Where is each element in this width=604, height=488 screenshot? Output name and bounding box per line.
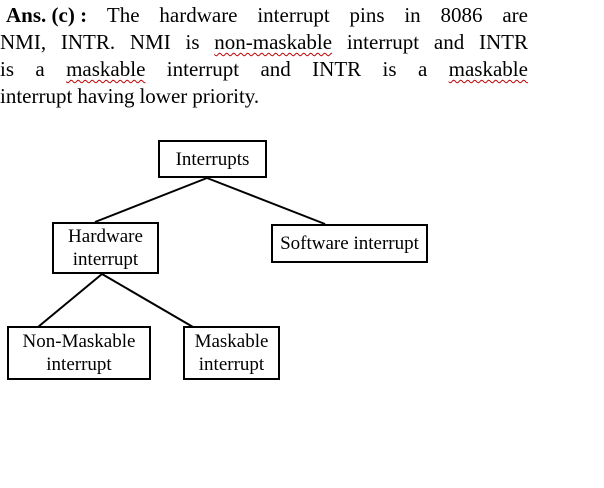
answer-word: interrupt	[346, 30, 420, 54]
answer-word: NMI	[129, 30, 171, 54]
answer-prefix: Ans. (c) :	[6, 3, 88, 27]
answer-word: NMI,	[0, 30, 47, 54]
answer-word: 8086	[440, 3, 483, 27]
answer-word: maskable	[448, 57, 528, 81]
answer-word: lower	[139, 84, 188, 108]
node-maskable-interrupt: Maskable interrupt	[183, 326, 280, 380]
answer-word: in	[404, 3, 421, 27]
answer-word: hardware	[159, 3, 238, 27]
node-software-interrupt: Software interrupt	[271, 224, 428, 263]
answer-word: pins	[349, 3, 385, 27]
answer-word: maskable	[66, 57, 146, 81]
node-interrupts-label: Interrupts	[175, 148, 250, 170]
answer-word: interrupt	[257, 3, 330, 27]
answer-word: a	[417, 57, 428, 81]
answer-word: a	[35, 57, 45, 81]
answer-paragraph: Ans. (c) : The hardware interrupt pins i…	[0, 2, 528, 110]
answer-word: interrupt	[0, 84, 73, 108]
answer-word: is	[382, 57, 397, 81]
answer-word: is	[0, 57, 15, 81]
answer-word: The	[106, 3, 140, 27]
connector-root-software	[206, 177, 326, 225]
answer-word: INTR	[479, 30, 528, 54]
answer-word: is	[185, 30, 200, 54]
node-software-label: Software interrupt	[280, 233, 419, 254]
answer-line-3: is a maskable interrupt and INTR is a ma…	[0, 56, 528, 83]
node-non-maskable-interrupt: Non-Maskable interrupt	[7, 326, 151, 380]
connector-hardware-nmi	[37, 273, 103, 328]
node-interrupts: Interrupts	[158, 140, 267, 178]
node-maskable-label-1: Maskable	[194, 331, 269, 352]
node-nmi-label-2: interrupt	[46, 354, 112, 375]
node-hardware-label-1: Hardware	[68, 226, 143, 247]
answer-word: having	[77, 84, 135, 108]
answer-word: priority.	[192, 84, 260, 108]
node-hardware-label-2: interrupt	[72, 249, 139, 270]
answer-line-4: interrupt having lower priority.	[0, 83, 528, 110]
answer-word: interrupt	[166, 57, 240, 81]
answer-line-1: Ans. (c) : The hardware interrupt pins i…	[0, 2, 528, 29]
connector-root-hardware	[94, 177, 208, 223]
answer-word: non-maskable	[214, 30, 333, 54]
node-nmi-label-1: Non-Maskable	[22, 331, 136, 352]
answer-word: INTR	[312, 57, 362, 81]
answer-word: and	[260, 57, 291, 81]
node-maskable-label-2: interrupt	[198, 354, 265, 375]
answer-word: INTR.	[60, 30, 116, 54]
answer-word: are	[502, 3, 528, 27]
answer-word: and	[433, 30, 465, 54]
connector-hardware-maskable	[101, 273, 194, 328]
answer-line-2: NMI, INTR. NMI is non-maskable interrupt…	[0, 29, 528, 56]
node-hardware-interrupt: Hardware interrupt	[52, 222, 159, 274]
